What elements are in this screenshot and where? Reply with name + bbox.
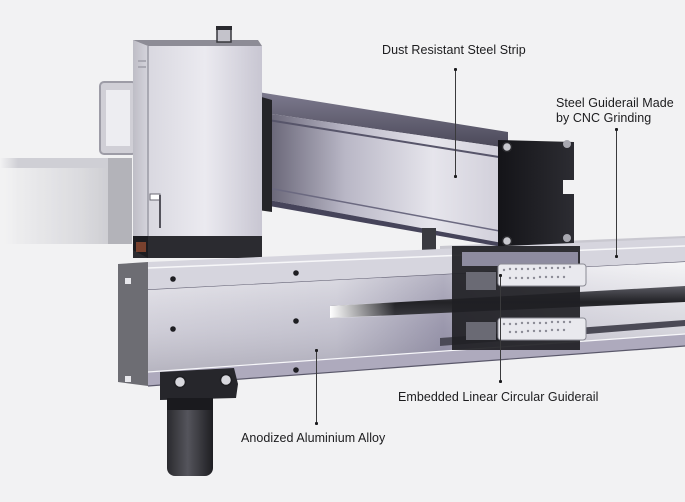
- linear-bearing-carriage: [452, 246, 587, 350]
- support-leg: [160, 368, 238, 476]
- laser-head: [133, 26, 262, 258]
- callout-embedded-linear-circular-guiderail: Embedded Linear Circular Guiderail: [398, 390, 599, 404]
- x-axis-beam: [258, 92, 575, 248]
- callout-anodized-aluminium-alloy: Anodized Aluminium Alloy: [241, 431, 386, 445]
- leader-line-dust-strip: [454, 68, 457, 178]
- leader-line-steel-guiderail: [615, 128, 618, 258]
- callout-steel-guiderail-line2: by CNC Grinding: [556, 111, 652, 125]
- callout-steel-guiderail: Steel Guiderail Made by CNC Grinding: [556, 96, 674, 126]
- callout-dust-resistant-steel-strip: Dust Resistant Steel Strip: [382, 43, 526, 57]
- leader-line-anodized-alloy: [315, 349, 318, 425]
- leader-line-embedded-guiderail: [499, 274, 502, 383]
- callout-steel-guiderail-line1: Steel Guiderail Made: [556, 96, 674, 110]
